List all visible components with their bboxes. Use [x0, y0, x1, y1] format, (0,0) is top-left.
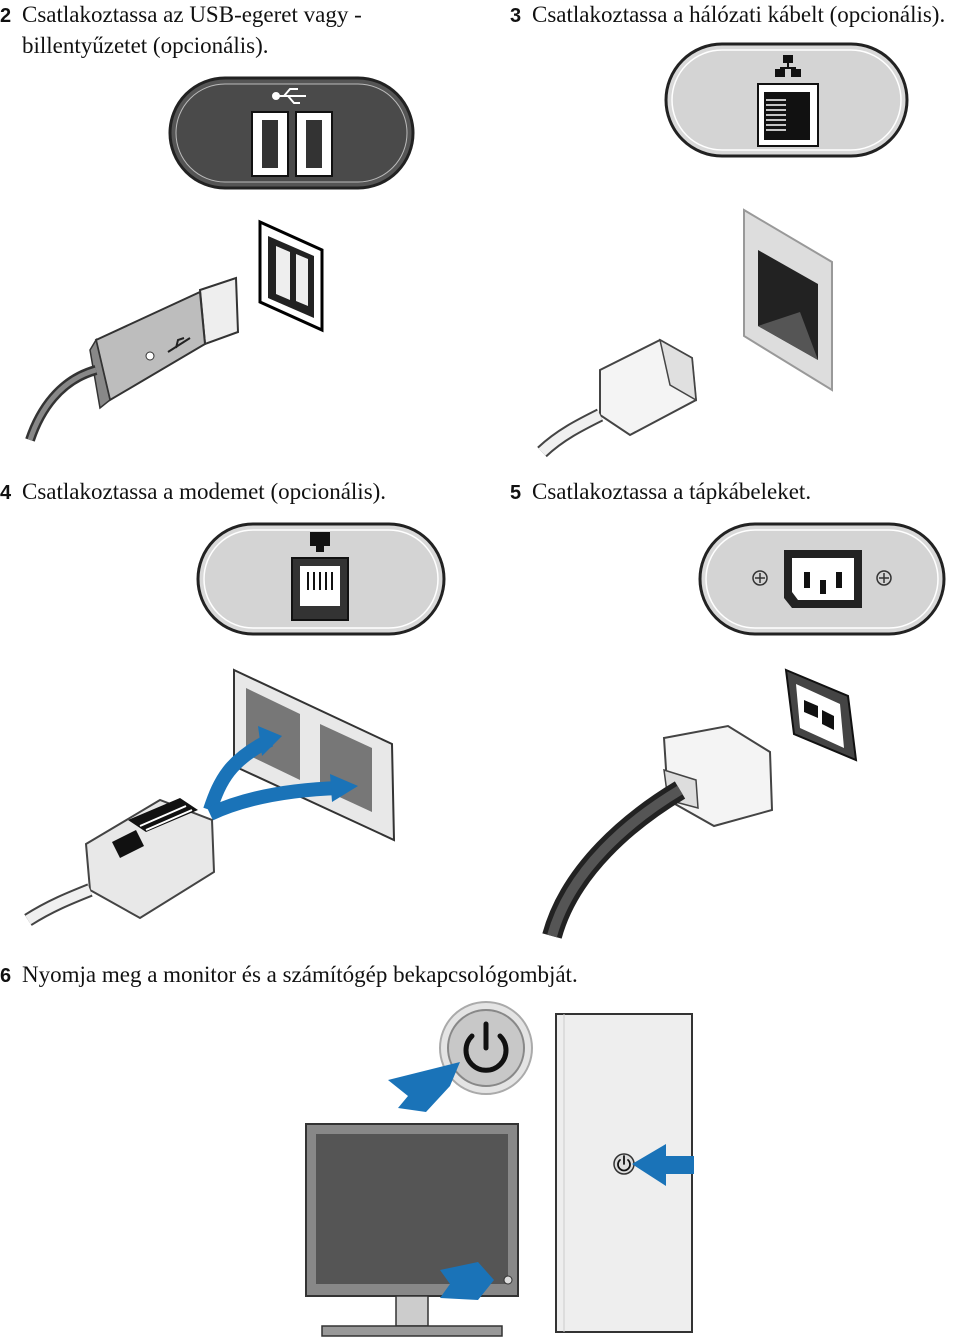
monitor-power-button [503, 1275, 513, 1285]
step-text: Csatlakoztassa a tápkábeleket. [532, 479, 812, 504]
step-text: Nyomja meg a monitor és a számítógép bek… [22, 962, 578, 987]
power-buttons-illustration [300, 1000, 720, 1339]
step-2-instruction: 2 Csatlakoztassa az USB-egeret vagy - bil… [0, 0, 420, 61]
step-text-line1: Csatlakoztassa az USB-egeret vagy - [22, 2, 362, 27]
network-illustration [500, 40, 960, 460]
step-number: 4 [0, 482, 12, 504]
screw-left-icon [752, 570, 768, 586]
usb-illustration [0, 60, 470, 460]
step-5-instruction: 5 Csatlakoztassa a tápkábeleket. [510, 477, 960, 508]
step-number: 2 [0, 5, 12, 27]
arrow-to-monitor-button [440, 1262, 494, 1300]
power-icon [463, 1021, 509, 1073]
phone-jack-icon [310, 532, 330, 552]
screw-right-icon [876, 570, 892, 586]
arrow-to-power-button [388, 1062, 460, 1112]
power-illustration [500, 520, 960, 940]
step-3-instruction: 3 Csatlakoztassa a hálózati kábelt (opcio… [510, 0, 960, 31]
step-6-instruction: 6 Nyomja meg a monitor és a számítógép be… [0, 960, 900, 991]
arrow-to-tower-button [632, 1144, 694, 1186]
step-number: 5 [510, 482, 522, 504]
arrow-right [207, 781, 341, 821]
arrow-up-left [203, 733, 274, 813]
step-text-line2: billentyűzetet (opcionális). [22, 33, 269, 58]
network-icon [775, 55, 801, 77]
step-number: 3 [510, 5, 522, 27]
usb-plug [198, 276, 240, 346]
usb-icon [272, 88, 306, 104]
step-4-instruction: 4 Csatlakoztassa a modemet (opcionális). [0, 477, 480, 508]
step-number: 6 [0, 965, 12, 987]
step-text: Csatlakoztassa a hálózati kábelt (opcion… [532, 2, 946, 27]
step-text: Csatlakoztassa a modemet (opcionális). [22, 479, 387, 504]
modem-illustration [0, 520, 470, 940]
